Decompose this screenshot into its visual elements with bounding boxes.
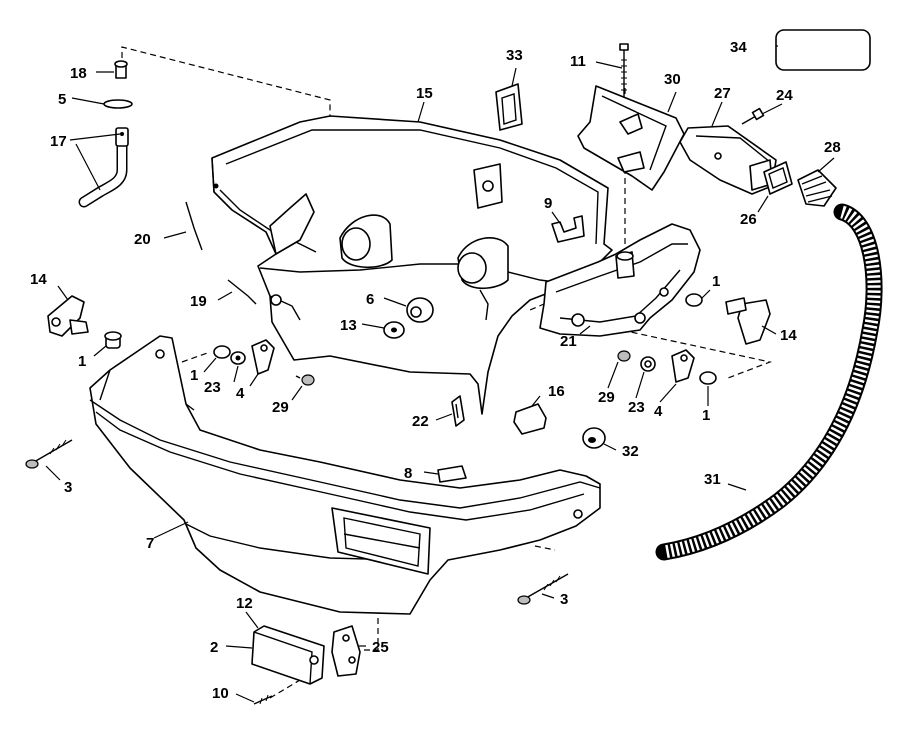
callout-32: 32 xyxy=(622,443,639,460)
part-1-bushing-b xyxy=(213,345,231,359)
callout-22: 22 xyxy=(412,413,429,430)
callout-8: 8 xyxy=(404,465,412,482)
part-18-bushing xyxy=(114,60,128,79)
callout-3-right: 3 xyxy=(560,591,568,608)
callout-27: 27 xyxy=(714,85,731,102)
callout-1-c: 1 xyxy=(712,273,720,290)
part-4-latch-right xyxy=(671,349,695,383)
callout-14-right: 14 xyxy=(780,327,797,344)
part-27-duct xyxy=(679,125,777,195)
part-32-grommet xyxy=(582,427,606,449)
callout-2: 2 xyxy=(210,639,218,656)
part-5-clamp xyxy=(103,99,133,109)
callout-34: 34 xyxy=(730,39,747,56)
part-23-washer-left xyxy=(230,351,246,365)
callout-13: 13 xyxy=(340,317,357,334)
callout-26: 26 xyxy=(740,211,757,228)
callout-16: 16 xyxy=(548,383,565,400)
part-4-latch-left xyxy=(251,339,275,375)
callout-28: 28 xyxy=(824,139,841,156)
callout-19: 19 xyxy=(190,293,207,310)
part-28-boot xyxy=(797,169,837,207)
callout-7: 7 xyxy=(146,535,154,552)
callout-18: 18 xyxy=(70,65,87,82)
callout-33: 33 xyxy=(506,47,523,64)
part-2-plate xyxy=(251,625,325,685)
part-16-block xyxy=(513,403,547,435)
part-6-grommet xyxy=(406,297,434,323)
callout-23-left: 23 xyxy=(204,379,221,396)
part-13-washer xyxy=(383,321,405,339)
callout-3-left: 3 xyxy=(64,479,72,496)
callout-10: 10 xyxy=(212,685,229,702)
callout-21: 21 xyxy=(560,333,577,350)
callout-15: 15 xyxy=(416,85,433,102)
part-10-screw xyxy=(253,679,301,705)
part-29-screw-right xyxy=(617,350,631,362)
part-15-motor-cover xyxy=(211,115,613,415)
part-21-bracket xyxy=(539,223,701,337)
part-8-pad xyxy=(437,465,467,483)
leader-lines xyxy=(45,45,835,703)
part-26-gasket xyxy=(763,161,793,195)
part-17-hose xyxy=(78,127,129,208)
part-24-screw xyxy=(741,107,765,125)
part-14-handle-left xyxy=(47,295,89,337)
part-25-clip xyxy=(331,625,361,677)
part-3-bolt-left xyxy=(25,439,73,469)
callout-14-left: 14 xyxy=(30,271,47,288)
part-14-handle-right xyxy=(725,297,771,345)
part-23-washer-right xyxy=(640,356,656,372)
part-7-lower-cowl xyxy=(89,335,601,615)
callout-1-a: 1 xyxy=(78,353,86,370)
part-1-bushing-a xyxy=(104,331,122,349)
callout-11: 11 xyxy=(570,53,586,70)
callout-4-left: 4 xyxy=(236,385,245,402)
callout-31: 31 xyxy=(704,471,721,488)
callout-29-right: 29 xyxy=(598,389,615,406)
callout-23-right: 23 xyxy=(628,399,645,416)
callout-20: 20 xyxy=(134,231,151,248)
part-3-bolt-right xyxy=(517,573,569,605)
callout-29-left: 29 xyxy=(272,399,289,416)
part-20-wire xyxy=(185,201,203,251)
part-22-insert xyxy=(451,395,465,427)
part-31-seal xyxy=(655,203,883,561)
part-29-screw-left xyxy=(295,374,315,386)
part-1-bushing-c xyxy=(685,293,703,307)
part-34-decal xyxy=(775,29,871,71)
callout-6: 6 xyxy=(366,291,374,308)
callout-5: 5 xyxy=(58,91,66,108)
callout-9: 9 xyxy=(544,195,552,212)
callout-12: 12 xyxy=(236,595,253,612)
callout-17: 17 xyxy=(50,133,67,150)
callout-labels: 18 5 17 20 19 14 1 1 23 4 29 3 7 15 33 1… xyxy=(30,39,841,702)
callout-30: 30 xyxy=(664,71,681,88)
part-19-wire xyxy=(227,279,257,305)
callout-1-d: 1 xyxy=(702,407,710,424)
callout-1-b: 1 xyxy=(190,367,198,384)
part-30-bracket xyxy=(577,85,685,191)
part-33-grommet xyxy=(495,83,523,131)
callout-4-right: 4 xyxy=(654,403,663,420)
part-1-bushing-d xyxy=(699,371,717,385)
callout-24: 24 xyxy=(776,87,793,104)
callout-25: 25 xyxy=(372,639,389,656)
